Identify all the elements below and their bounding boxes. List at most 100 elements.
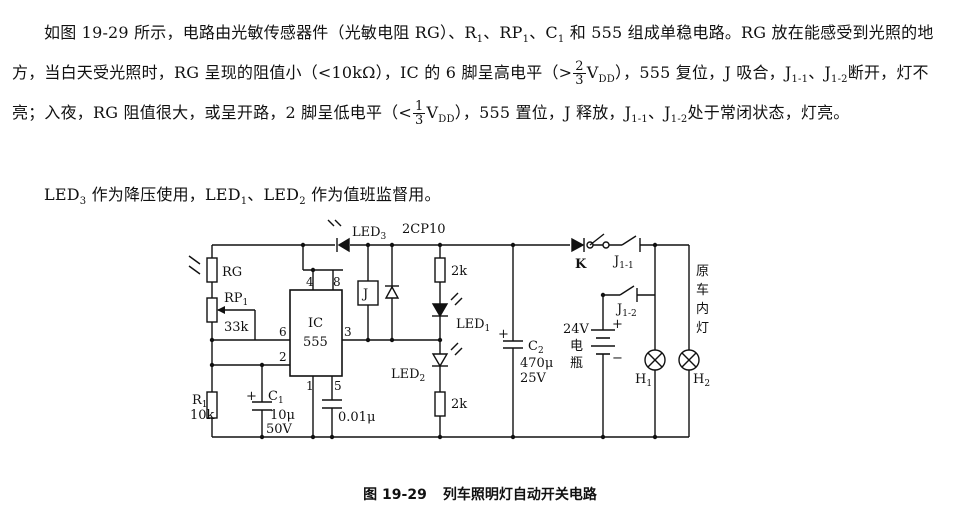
text-span: 如图 19-29 所示，电路由光敏传感器件（光敏电阻 RG）、R	[44, 23, 477, 42]
label-pin3: 3	[344, 325, 352, 339]
capacitor-small-icon	[322, 399, 342, 409]
label-pin2: 2	[279, 350, 287, 364]
subscript: 2	[299, 196, 306, 208]
label-battery-char1: 电	[570, 339, 583, 354]
capacitor-c1-icon	[252, 401, 272, 411]
label-2cp10: 2CP10	[402, 222, 446, 237]
text-span: 作为降压使用，LED	[86, 185, 241, 204]
text-span: 作为值班监督用。	[305, 185, 441, 204]
text-span: 处于常闭状态，灯亮。	[687, 103, 850, 123]
label-lamp-char2: 车	[696, 282, 709, 298]
text-span: 、J	[647, 103, 671, 123]
label-lamp-char3: 内	[696, 301, 709, 317]
label-rg: RG	[222, 265, 242, 280]
subscript: DD	[598, 74, 615, 86]
subscript: 1	[476, 34, 484, 46]
label-led3: LED3	[352, 225, 387, 242]
led1-icon	[431, 292, 463, 318]
label-rp1: RP1	[224, 291, 248, 308]
figure-title: 列车照明灯自动开关电路	[442, 487, 597, 503]
label-battery-minus: −	[612, 351, 623, 366]
subscript: DD	[438, 114, 455, 126]
label-pin1: 1	[306, 379, 314, 393]
label-c1-value: 10μ	[270, 408, 295, 423]
label-led1: LED1	[456, 317, 490, 334]
circuit-wires	[211, 244, 690, 438]
text-span: V	[586, 63, 599, 83]
label-battery-voltage: 24V	[563, 322, 590, 337]
subscript: 1	[240, 196, 248, 208]
label-pin5: 5	[334, 379, 342, 393]
label-rp1-value: 33k	[224, 320, 249, 335]
text-span: ），555 置位，J 释放，J	[454, 103, 632, 123]
resistor-r1-icon	[206, 391, 218, 419]
subscript: 3	[79, 196, 87, 208]
capacitor-c2-icon	[503, 340, 523, 349]
text-span: LED	[44, 185, 80, 204]
label-c2-value: 470μ	[520, 356, 553, 371]
battery-icon	[591, 329, 615, 355]
text-span: 、LED	[247, 185, 300, 204]
potentiometer-rp1-icon	[206, 297, 218, 323]
text-span: V	[426, 103, 439, 123]
fraction-numerator: 2	[573, 59, 586, 75]
text-span: 、RP	[483, 23, 523, 42]
label-battery-plus: +	[612, 317, 623, 332]
resistor-2k-top-icon	[434, 257, 446, 283]
label-c1: C1	[268, 389, 284, 406]
paragraph-description: 如图 19-29 所示，电路由光敏传感器件（光敏电阻 RG）、R1、RP1、C1…	[12, 16, 942, 137]
relay-contact-j11-icon	[621, 235, 641, 252]
label-c2-volt: 25V	[520, 371, 547, 386]
text-span: 、J	[808, 63, 832, 83]
text-span: ），555 复位，J 吸合，J	[614, 63, 792, 83]
label-switch-k: K	[575, 257, 587, 272]
relay-contact-j12-icon	[619, 285, 638, 302]
label-relay-j: J	[361, 287, 368, 302]
label-c1-volt: 50V	[266, 422, 293, 437]
switch-k-icon	[586, 233, 610, 249]
text-span: 和 555 组成单稳电路。RG 放在能感受到光照的地方，当白天受光照时，RG 呈…	[12, 23, 934, 83]
label-h1: H1	[635, 372, 652, 389]
label-c1-plus: +	[246, 389, 257, 404]
label-lamp-char4: 灯	[696, 321, 709, 336]
figure-number: 图 19-29	[363, 487, 427, 503]
label-r-top: 2k	[451, 264, 467, 279]
label-c-small: 0.01μ	[338, 410, 375, 425]
label-ic-model: 555	[303, 335, 328, 350]
wiper-arrow-icon	[217, 306, 225, 314]
led2-icon	[431, 342, 463, 368]
label-j12: J1-2	[615, 302, 637, 319]
label-c2: C2	[528, 339, 544, 356]
subscript: 1-1	[631, 114, 648, 126]
subscript: 1-2	[831, 74, 848, 86]
label-j11: J1-1	[612, 254, 634, 271]
lamp-h1-icon	[644, 349, 666, 371]
photoresistor-rg-icon	[188, 255, 218, 283]
subscript: 1-1	[791, 74, 809, 86]
label-battery-char2: 瓶	[570, 356, 583, 371]
label-lamp-char1: 原	[696, 264, 709, 279]
junction-dots	[209, 242, 658, 440]
relay-coil-icon	[357, 280, 379, 306]
subscript: 1	[522, 34, 530, 46]
label-r1: R1	[192, 393, 208, 410]
label-c2-plus: +	[498, 327, 509, 342]
label-r1-value: 10k	[190, 408, 215, 423]
subscript: 1-2	[670, 114, 688, 126]
label-pin8: 8	[333, 275, 341, 289]
label-pin6: 6	[279, 325, 287, 339]
figure-caption: 图 19-29 列车照明灯自动开关电路	[0, 484, 960, 504]
label-h2: H2	[693, 372, 710, 389]
label-r-bottom: 2k	[451, 397, 467, 412]
ic-555-body	[289, 289, 343, 377]
rectifier-diode-icon	[571, 237, 585, 253]
resistor-2k-bottom-icon	[434, 391, 446, 417]
lamp-h2-icon	[678, 349, 700, 371]
fraction-denominator: 3	[415, 113, 424, 129]
led3-diode-icon	[327, 219, 350, 253]
label-ic-name: IC	[308, 316, 323, 331]
freewheel-diode-icon	[384, 285, 400, 299]
